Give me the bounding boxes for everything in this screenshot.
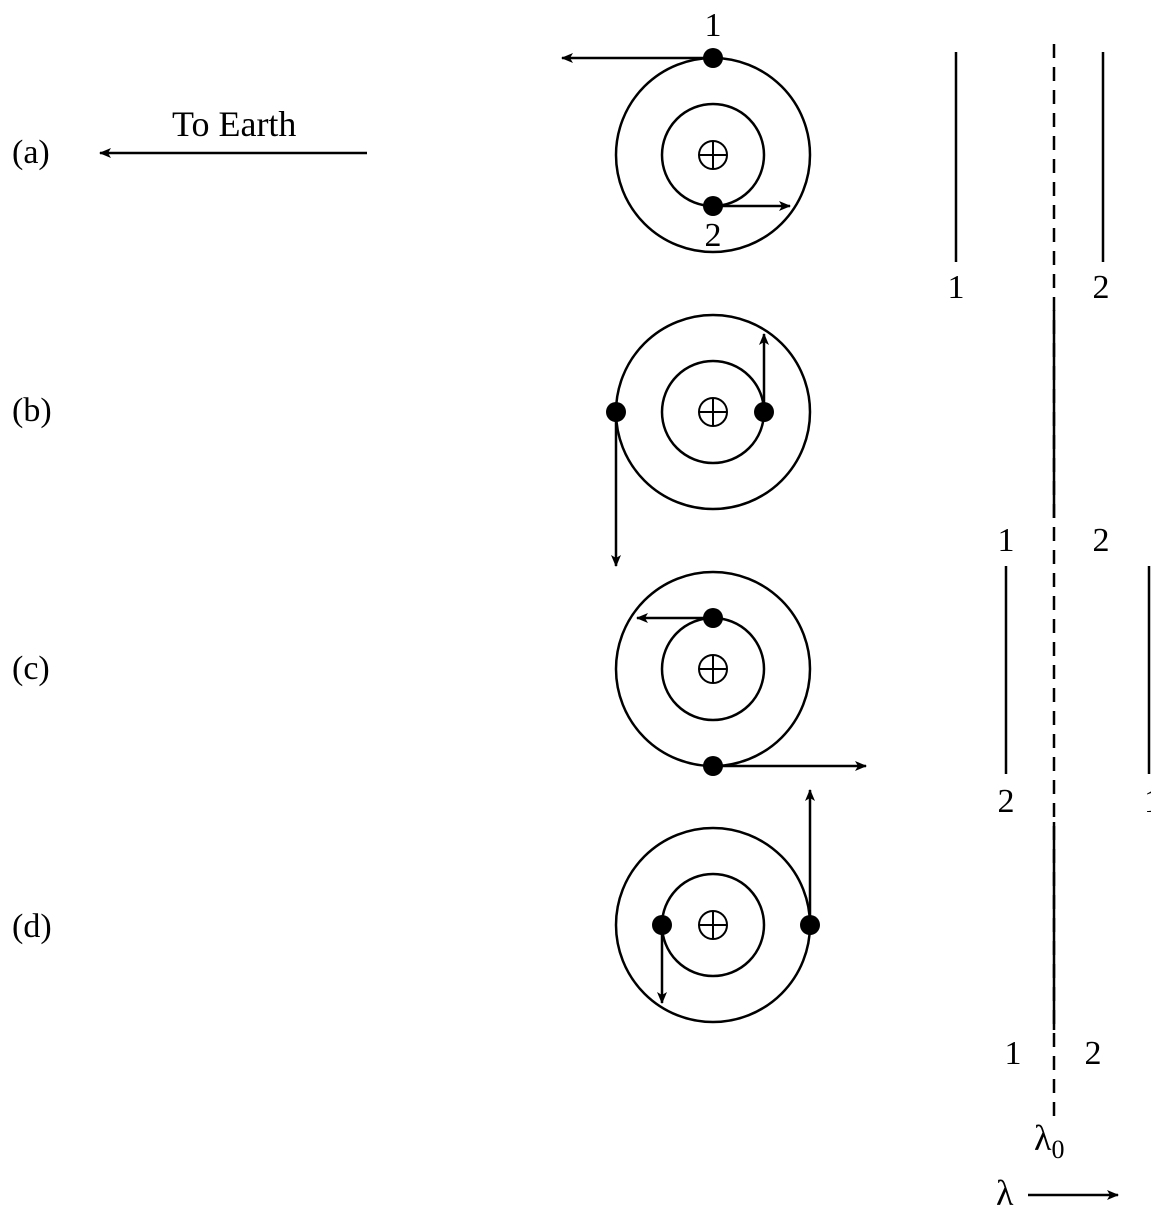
orbit-system-d bbox=[614, 789, 820, 1024]
orbit-system-c bbox=[614, 570, 867, 776]
spectral-label-a-2: 2 bbox=[1093, 269, 1110, 306]
spectral-label-c-2: 2 bbox=[998, 783, 1015, 820]
spectral-label-a-1: 1 bbox=[948, 269, 965, 306]
star-1 bbox=[703, 48, 723, 68]
panel-label-a: (a) bbox=[12, 134, 50, 171]
wavelength-axis-label: λ bbox=[996, 1173, 1014, 1213]
center-of-mass-icon bbox=[698, 654, 728, 684]
spectral-label-b-1: 1 bbox=[998, 522, 1015, 559]
star-2 bbox=[703, 196, 723, 216]
panel-label-c: (c) bbox=[12, 650, 50, 687]
star-1 bbox=[800, 915, 820, 935]
star-2 bbox=[652, 915, 672, 935]
orbit-system-b bbox=[606, 313, 812, 567]
center-of-mass-icon bbox=[698, 140, 728, 170]
center-of-mass-icon bbox=[698, 910, 728, 940]
center-of-mass-icon bbox=[698, 397, 728, 427]
panel-label-b: (b) bbox=[12, 392, 52, 429]
star-2 bbox=[703, 608, 723, 628]
star-2-label: 2 bbox=[705, 217, 722, 254]
spectral-label-d-1: 1 bbox=[1005, 1035, 1022, 1072]
spectral-label-c-1: 1 bbox=[1144, 783, 1151, 820]
spectral-label-d-2: 2 bbox=[1085, 1035, 1102, 1072]
orbit-system-a: 1 2 bbox=[561, 7, 812, 254]
rest-wavelength-label: λ0 bbox=[1034, 1118, 1064, 1164]
star-2 bbox=[754, 402, 774, 422]
panel-label-d: (d) bbox=[12, 908, 52, 945]
star-1 bbox=[606, 402, 626, 422]
to-earth-label: To Earth bbox=[172, 104, 296, 144]
star-1 bbox=[703, 756, 723, 776]
star-1-label: 1 bbox=[705, 7, 722, 44]
spectral-label-b-2: 2 bbox=[1093, 522, 1110, 559]
